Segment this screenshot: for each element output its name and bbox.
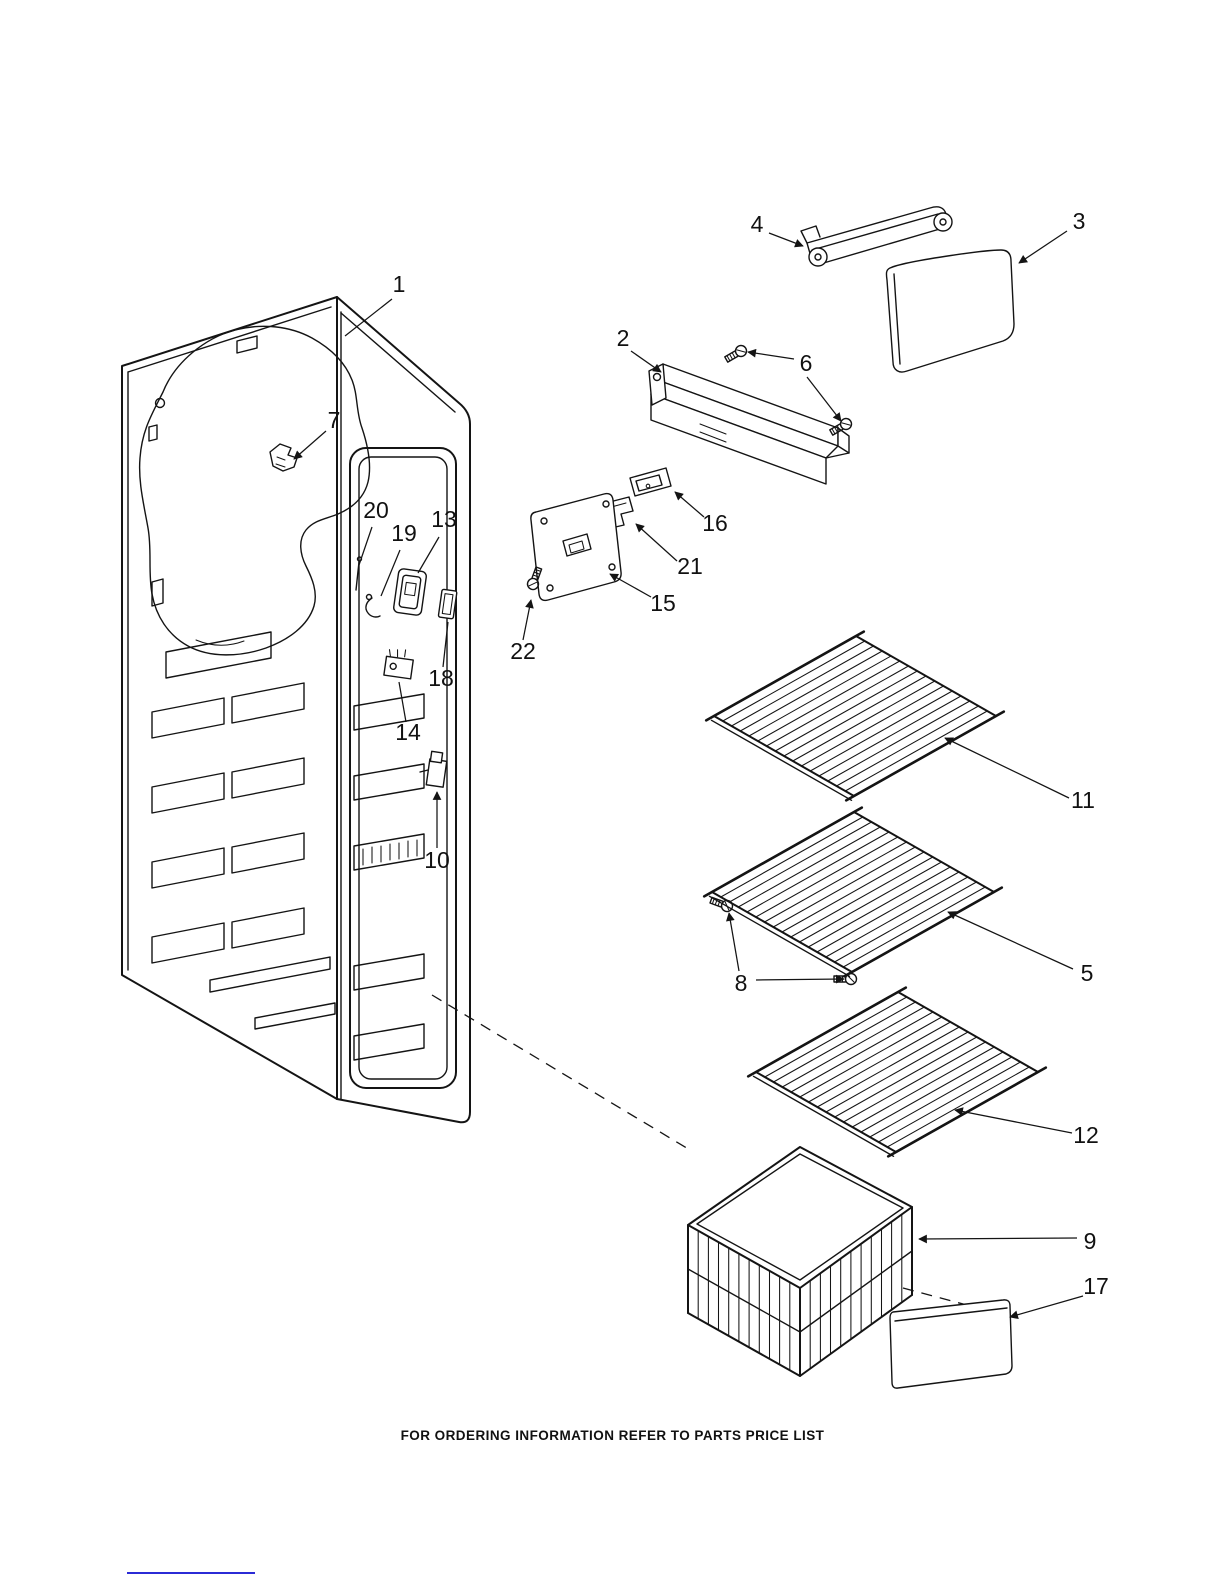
- callout-labels: 1 2 3 4 5 6 7 8 9 10 11 12 13 14 15 16 1…: [328, 208, 1109, 1299]
- callout-21: 21: [677, 553, 703, 579]
- footer-link-underline[interactable]: [127, 1572, 255, 1574]
- callout-1: 1: [393, 271, 406, 297]
- wire-shelf-12: [746, 986, 1048, 1158]
- wire-basket-9: [687, 1146, 913, 1377]
- wire-shelf-11: [704, 630, 1006, 802]
- part-4-bracket: [800, 206, 953, 267]
- part-13-switch: [393, 568, 427, 616]
- callout-19: 19: [391, 520, 417, 546]
- leader-lines: [293, 230, 1084, 1320]
- part-19-hook: [365, 593, 381, 618]
- callout-10: 10: [424, 847, 450, 873]
- liner-vent-slots: [151, 631, 336, 1030]
- callout-22: 22: [510, 638, 536, 664]
- callout-11: 11: [1071, 787, 1095, 813]
- alignment-dash-line: [431, 994, 691, 1151]
- callout-9: 9: [1084, 1228, 1097, 1254]
- part-17-panel: [889, 1299, 1013, 1389]
- footer-ordering-note: FOR ORDERING INFORMATION REFER TO PARTS …: [400, 1428, 825, 1443]
- callout-12: 12: [1073, 1122, 1099, 1148]
- callout-16: 16: [702, 510, 728, 536]
- callout-20: 20: [363, 497, 389, 523]
- callout-8: 8: [735, 970, 748, 996]
- part-16-switch: [629, 467, 672, 497]
- part-18-bezel: [437, 588, 458, 620]
- callout-2: 2: [617, 325, 630, 351]
- frame-vent-slots: [353, 693, 425, 1061]
- callout-18: 18: [428, 665, 454, 691]
- callout-6: 6: [800, 350, 813, 376]
- screw-6a: [722, 342, 750, 365]
- part-3-cover-panel: [885, 249, 1015, 373]
- callout-13: 13: [431, 506, 457, 532]
- wire-shelf-5: [702, 806, 1004, 978]
- liner-insulation-blob: [138, 325, 371, 656]
- callout-4: 4: [751, 211, 764, 237]
- callout-3: 3: [1073, 208, 1086, 234]
- part-14-thermostat: [383, 649, 414, 680]
- callout-15: 15: [650, 590, 676, 616]
- part-2-air-duct-bracket: [648, 363, 850, 485]
- part-15-control-plate: [530, 492, 622, 602]
- callout-14: 14: [395, 719, 421, 745]
- freezer-liner: [121, 296, 471, 1124]
- callout-5: 5: [1081, 960, 1094, 986]
- part-10-sensor: [419, 750, 448, 788]
- callout-7: 7: [328, 407, 341, 433]
- callout-17: 17: [1083, 1273, 1109, 1299]
